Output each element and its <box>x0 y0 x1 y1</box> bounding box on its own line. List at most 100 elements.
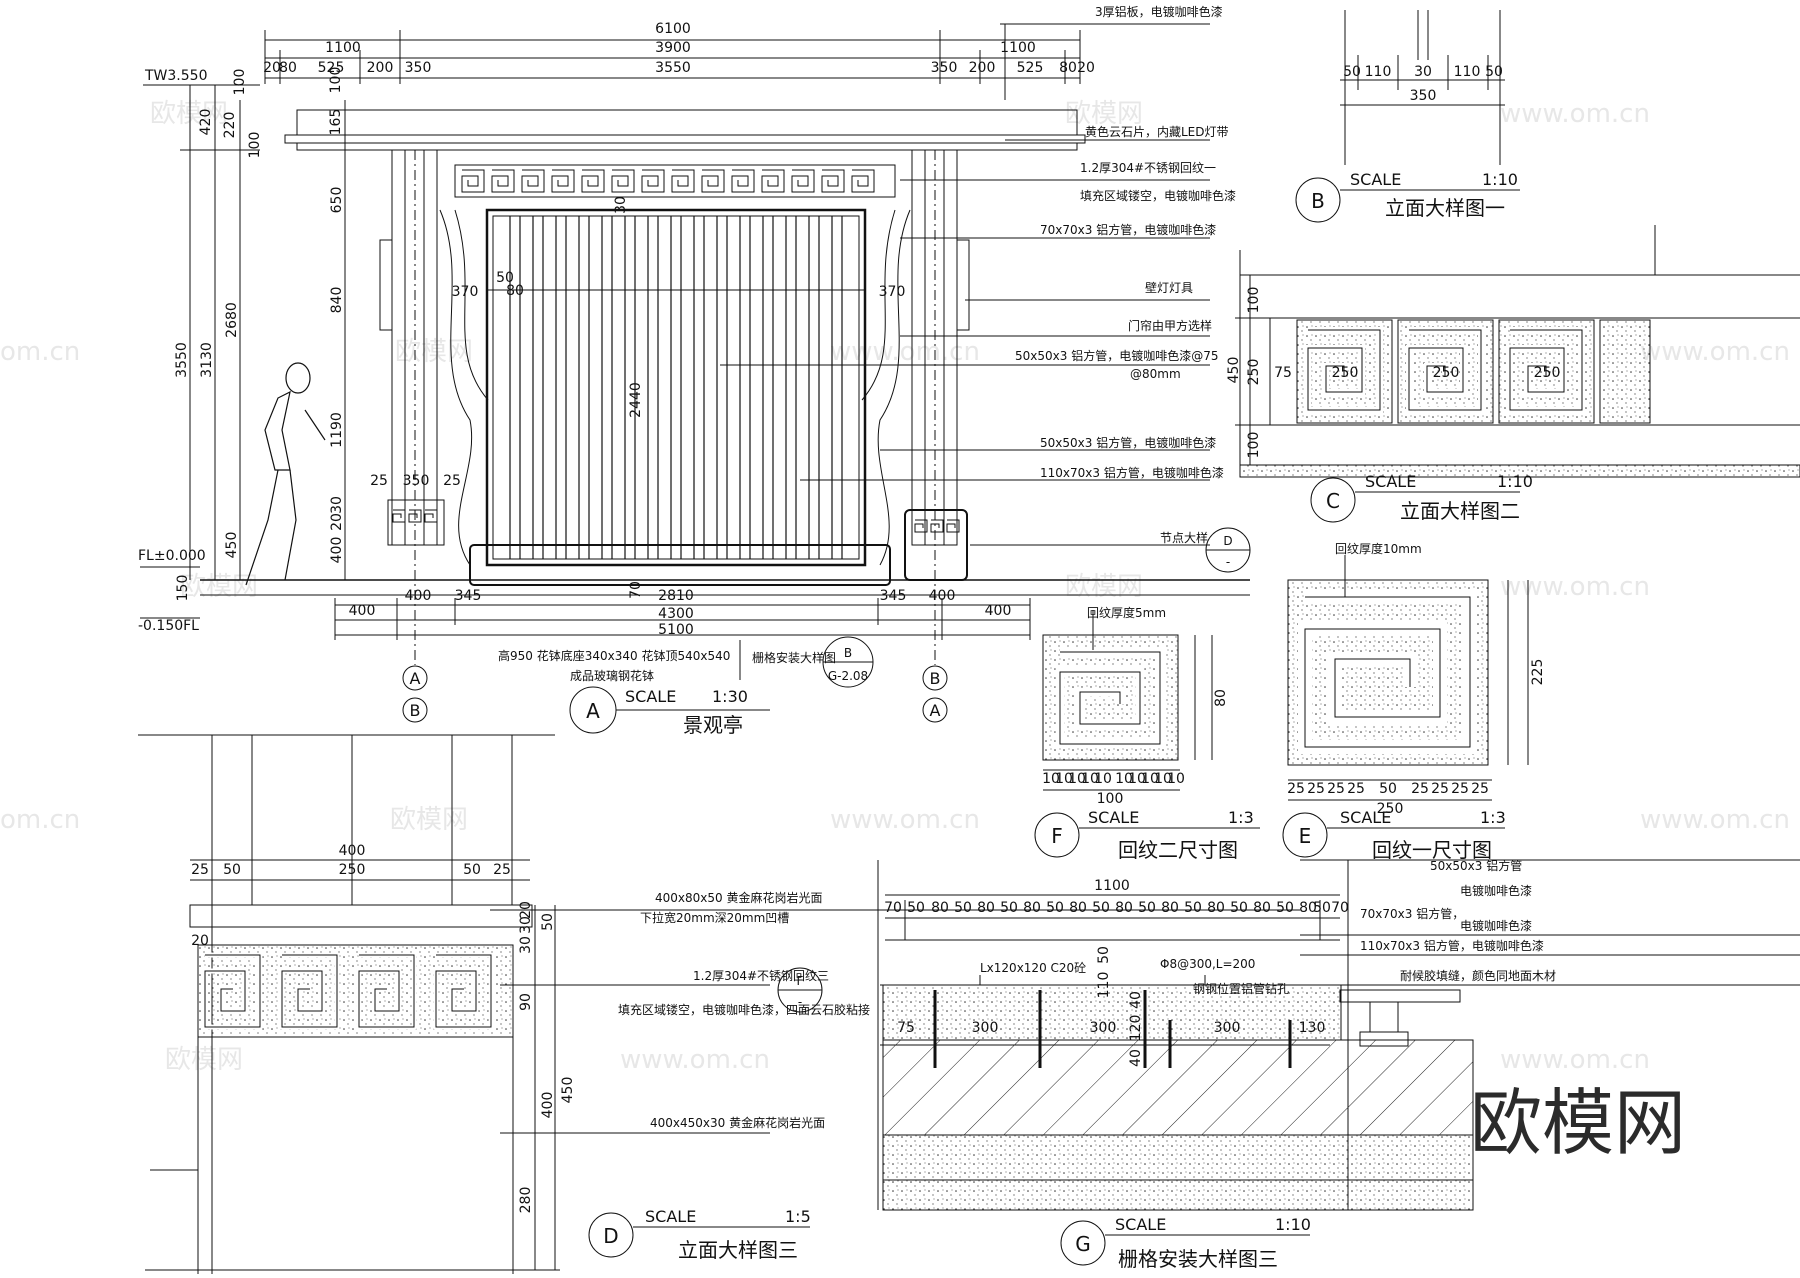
svg-text:10: 10 <box>1068 771 1086 787</box>
svg-text:110: 110 <box>1096 972 1112 999</box>
svg-text:250: 250 <box>1534 365 1561 381</box>
svg-text:40: 40 <box>1128 991 1144 1009</box>
watermark-site: www.om.cn <box>1500 572 1650 602</box>
svg-text:2810: 2810 <box>658 588 694 604</box>
svg-text:25: 25 <box>443 473 461 489</box>
scale-word: SCALE <box>645 1207 696 1226</box>
svg-text:75: 75 <box>1274 365 1292 381</box>
svg-text:10: 10 <box>1042 771 1060 787</box>
svg-text:80: 80 <box>1059 60 1077 76</box>
note: Lx120x120 C20砼 <box>980 961 1086 975</box>
svg-text:400: 400 <box>405 588 432 604</box>
ref-bubble-bottom: G-2.08 <box>828 669 868 683</box>
svg-text:5100: 5100 <box>658 622 694 638</box>
scale-value: 1:3 <box>1228 808 1254 827</box>
svg-text:10: 10 <box>1141 771 1159 787</box>
view-title: 立面大样图三 <box>678 1238 798 1262</box>
watermark-brand: 欧模网 <box>180 572 258 602</box>
note: 50x50x3 铝方管，电镀咖啡色漆@75 <box>1015 348 1218 363</box>
view-a-elevation <box>140 23 1251 734</box>
note: 70x70x3 铝方管，电镀咖啡色漆 <box>1040 222 1216 237</box>
svg-text:100: 100 <box>1097 791 1124 807</box>
svg-text:120: 120 <box>1128 1015 1144 1042</box>
svg-text:20: 20 <box>263 60 281 76</box>
svg-text:250: 250 <box>339 862 366 878</box>
note: 回纹厚度10mm <box>1335 541 1422 556</box>
svg-text:1190: 1190 <box>329 412 345 448</box>
view-letter: G <box>1075 1232 1091 1256</box>
svg-text:25: 25 <box>1327 781 1345 797</box>
svg-text:50: 50 <box>1092 900 1110 916</box>
svg-text:30: 30 <box>329 496 345 514</box>
svg-text:50: 50 <box>1485 64 1503 80</box>
svg-text:50: 50 <box>1138 900 1156 916</box>
scale-value: 1:10 <box>1275 1215 1311 1234</box>
ref-bubble-top: F <box>797 974 804 988</box>
note: 高950 花钵底座340x340 花钵顶540x540 <box>498 648 730 663</box>
note: 400x80x50 黄金麻花岗岩光面 <box>655 890 822 905</box>
note: 填充区域镂空，电镀咖啡色漆 <box>1080 188 1236 203</box>
svg-text:25: 25 <box>1347 781 1365 797</box>
watermark-site: www.om.cn <box>1500 1045 1650 1075</box>
svg-text:200: 200 <box>969 60 996 76</box>
svg-text:50: 50 <box>1046 900 1064 916</box>
axis-bubble: A <box>930 701 941 720</box>
watermarks: 欧模网 欧模网 www.om.cn 欧模网 www.om.cn om.cn ww… <box>0 99 1790 1075</box>
scale-value: 1:3 <box>1480 808 1506 827</box>
svg-text:20: 20 <box>191 933 209 949</box>
watermark-brand: 欧模网 <box>390 805 468 835</box>
watermark-brand: 欧模网 <box>1065 572 1143 602</box>
scale-value: 1:10 <box>1497 472 1533 491</box>
svg-text:50: 50 <box>1096 946 1112 964</box>
svg-text:200: 200 <box>367 60 394 76</box>
note: Φ8@300,L=200 <box>1160 957 1255 971</box>
svg-text:2680: 2680 <box>224 302 240 338</box>
svg-text:250: 250 <box>1433 365 1460 381</box>
axis-bubble: B <box>410 701 421 720</box>
svg-text:100: 100 <box>1246 432 1262 459</box>
scale-value: 1:30 <box>712 687 748 706</box>
svg-text:50: 50 <box>954 900 972 916</box>
svg-text:300: 300 <box>1090 1020 1117 1036</box>
svg-text:400: 400 <box>339 843 366 859</box>
svg-text:25: 25 <box>1451 781 1469 797</box>
view-b-text: 50 110 30 110 50 350 B SCALE 1:10 立面大样图一 <box>1311 64 1518 220</box>
human-figure <box>245 362 326 586</box>
scale-word: SCALE <box>1088 808 1139 827</box>
svg-text:50: 50 <box>1230 900 1248 916</box>
svg-text:350: 350 <box>403 473 430 489</box>
svg-text:350: 350 <box>931 60 958 76</box>
view-letter: A <box>586 699 600 723</box>
svg-text:4300: 4300 <box>658 606 694 622</box>
svg-text:280: 280 <box>518 1187 534 1214</box>
svg-text:20: 20 <box>518 901 534 919</box>
view-title: 立面大样图一 <box>1385 196 1505 220</box>
svg-text:50: 50 <box>1000 900 1018 916</box>
svg-text:370: 370 <box>452 284 479 300</box>
svg-text:150: 150 <box>175 575 191 602</box>
note: 110x70x3 铝方管，电镀咖啡色漆 <box>1360 938 1544 953</box>
svg-text:40: 40 <box>1128 1049 1144 1067</box>
svg-text:3550: 3550 <box>655 60 691 76</box>
watermark-site-cut: om.cn <box>0 337 80 367</box>
note: 1.2厚304#不锈钢回纹三 <box>693 969 829 983</box>
scale-word: SCALE <box>1115 1215 1166 1234</box>
svg-text:10: 10 <box>1094 771 1112 787</box>
view-letter: F <box>1051 824 1063 848</box>
note: 400x450x30 黄金麻花岗岩光面 <box>650 1115 825 1130</box>
svg-text:1100: 1100 <box>1000 40 1036 56</box>
watermark-brand: 欧模网 <box>150 99 228 129</box>
svg-text:80: 80 <box>1023 900 1041 916</box>
fret-panels <box>1296 319 1651 424</box>
view-b-detail <box>1295 10 1520 223</box>
view-title: 景观亭 <box>683 713 743 737</box>
svg-text:30: 30 <box>518 916 534 934</box>
svg-text:100: 100 <box>328 67 344 94</box>
note: 下拉宽20mm深20mm凹槽 <box>640 910 789 925</box>
view-f-text: 回纹厚度5mm 10 10 10 10 10 10 10 10 10 10 10… <box>1042 605 1254 862</box>
svg-text:10: 10 <box>1154 771 1172 787</box>
view-letter: C <box>1326 489 1340 513</box>
watermark-brand: 欧模网 <box>1065 99 1143 129</box>
